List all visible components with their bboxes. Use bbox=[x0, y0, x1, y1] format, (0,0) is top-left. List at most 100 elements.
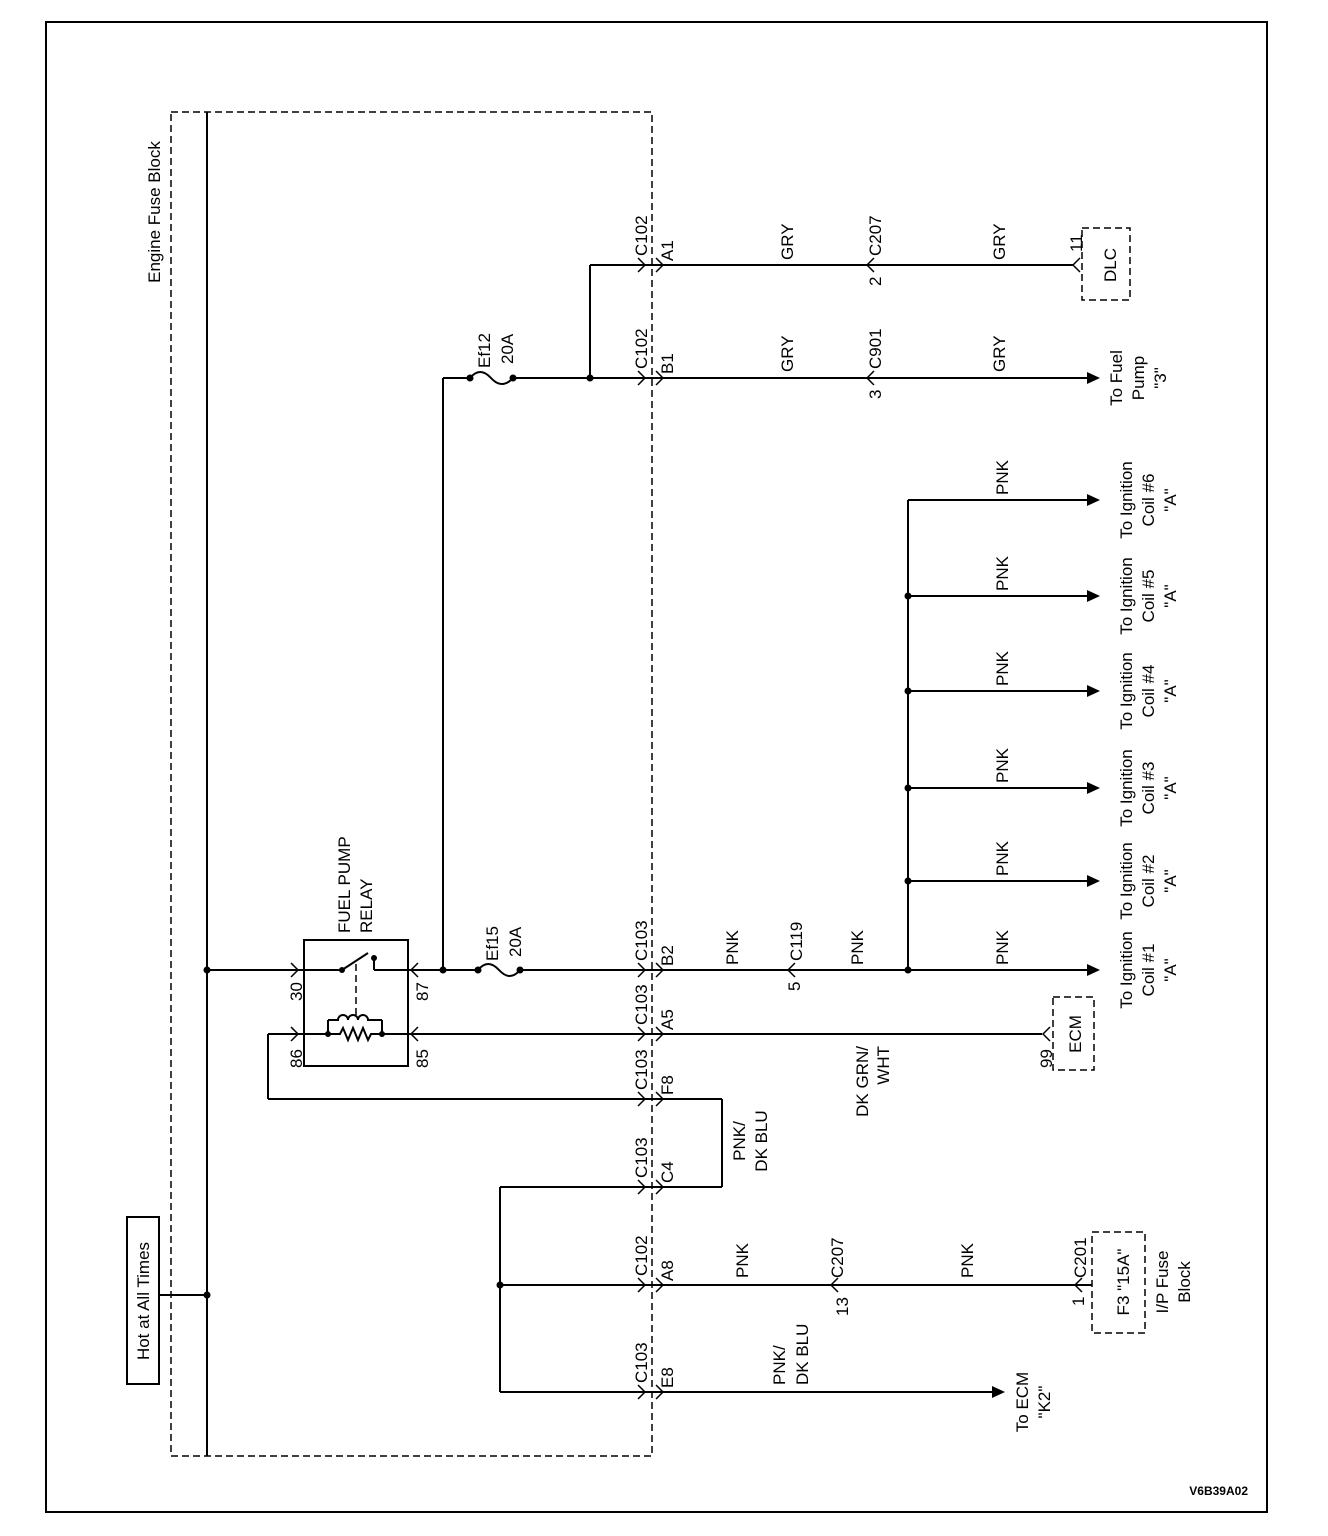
splice-dot bbox=[904, 592, 912, 600]
ecm-label: ECM bbox=[1066, 1015, 1085, 1053]
coil-dest-line1: To Ignition bbox=[1117, 749, 1136, 827]
inline-connector-label: C207 bbox=[866, 215, 885, 256]
inline-connector-icon bbox=[865, 370, 875, 386]
relay-coil-icon bbox=[328, 1014, 382, 1021]
arrow-right-icon bbox=[1087, 685, 1100, 697]
ip-fuse-box bbox=[1091, 1231, 1146, 1334]
ecm-wire-color-line1: DK GRN/ bbox=[853, 1046, 872, 1117]
coil-dest-line3: "A" bbox=[1161, 869, 1180, 892]
ecm-k2-wire-color-line2: DK BLU bbox=[793, 1324, 812, 1385]
dlc-terminal-icon bbox=[1071, 257, 1081, 273]
inline-connector-pin: 2 bbox=[866, 277, 885, 286]
block-connector-label: C102 bbox=[632, 1235, 651, 1276]
ef12-rating: 20A bbox=[498, 333, 517, 364]
relay-name-line1: FUEL PUMP bbox=[335, 836, 354, 933]
coil-dest-line2: Coil #4 bbox=[1139, 665, 1158, 718]
arrow-right-icon bbox=[1087, 372, 1100, 384]
figure-border bbox=[45, 21, 1268, 1513]
inline-connector-icon bbox=[865, 257, 875, 273]
ip-block-line1: I/P Fuse bbox=[1153, 1251, 1172, 1314]
dlc-pin-label: 11 bbox=[1067, 234, 1086, 252]
inline-connector-label: C119 bbox=[787, 922, 806, 961]
coil-dest-line2: Coil #3 bbox=[1139, 762, 1158, 815]
splice-dot bbox=[904, 687, 912, 695]
splice-dot bbox=[203, 1291, 211, 1299]
dlc-wire-color-1: GRY bbox=[778, 223, 797, 260]
block-pin-label: F8 bbox=[658, 1075, 677, 1095]
coil-dest-line2: Coil #2 bbox=[1139, 855, 1158, 908]
block-connector-label: C102 bbox=[632, 215, 651, 256]
power-source-box bbox=[126, 1216, 160, 1385]
loop-wire-color-line1: PNK/ bbox=[730, 1121, 749, 1161]
arrow-right-icon bbox=[1087, 964, 1100, 976]
block-connector-label: C103 bbox=[632, 984, 651, 1025]
block-pin-label: A1 bbox=[658, 240, 677, 261]
ignition-wire-color-2: PNK bbox=[848, 929, 867, 965]
block-connector-label: C103 bbox=[632, 920, 651, 961]
fuel-pump-relay-box bbox=[303, 939, 409, 1067]
block-pin-label: C4 bbox=[658, 1161, 677, 1183]
relay-name-line2: RELAY bbox=[357, 879, 376, 934]
ecm-terminal-icon bbox=[1041, 1026, 1051, 1042]
ecm-wire-color-line2: WHT bbox=[874, 1046, 893, 1085]
ef15-fuse-icon bbox=[477, 963, 521, 977]
coil-dest-line1: To Ignition bbox=[1117, 842, 1136, 920]
coil-wire-color: PNK bbox=[993, 650, 1012, 686]
fuel-pump-wire-color-1: GRY bbox=[778, 335, 797, 372]
ecm-box bbox=[1052, 996, 1095, 1071]
inline-connector-pin: 13 bbox=[833, 1297, 852, 1316]
relay-pin-85-label: 85 bbox=[413, 1049, 432, 1068]
engine-fuse-block-label: Engine Fuse Block bbox=[145, 141, 164, 283]
power-source-label: Hot at All Times bbox=[134, 1242, 153, 1360]
block-pin-label: B1 bbox=[658, 353, 677, 374]
block-connector-label: C103 bbox=[632, 1137, 651, 1178]
block-connector-label: C102 bbox=[632, 328, 651, 369]
loop-wire-color-line2: DK BLU bbox=[752, 1110, 771, 1171]
ip-fuse-label: F3 "15A" bbox=[1114, 1249, 1133, 1316]
fuel-pump-wire-color-2: GRY bbox=[990, 335, 1009, 372]
relay-switch-arm bbox=[341, 952, 369, 971]
coil-dest-line3: "A" bbox=[1161, 584, 1180, 607]
coil-dest-line2: Coil #6 bbox=[1139, 474, 1158, 527]
splice-dot bbox=[904, 966, 912, 974]
block-pin-label: A5 bbox=[658, 1009, 677, 1030]
relay-pin-30-label: 30 bbox=[287, 982, 306, 1001]
dlc-wire-color-2: GRY bbox=[990, 223, 1009, 260]
inline-connector-pin: 5 bbox=[785, 982, 804, 991]
dlc-box bbox=[1081, 227, 1131, 301]
splice-dot bbox=[904, 877, 912, 885]
coil-dest-line2: Coil #1 bbox=[1139, 944, 1158, 997]
coil-dest-line1: To Ignition bbox=[1117, 461, 1136, 539]
coil-wire-color: PNK bbox=[993, 840, 1012, 876]
ecm-k2-dest-line1: To ECM bbox=[1013, 1372, 1032, 1432]
coil-dest-line2: Coil #5 bbox=[1139, 570, 1158, 623]
arrow-right-icon bbox=[1087, 875, 1100, 887]
ip-connector-label: C201 bbox=[1071, 1237, 1090, 1278]
inline-connector-pin: 3 bbox=[866, 390, 885, 399]
arrow-right-icon bbox=[1087, 590, 1100, 602]
ef15-rating: 20A bbox=[506, 926, 525, 957]
block-pin-label: B2 bbox=[658, 945, 677, 966]
fuel-pump-dest-line2: Pump bbox=[1129, 356, 1148, 400]
arrow-right-icon bbox=[992, 1386, 1005, 1398]
ip-connector-pin: 1 bbox=[1069, 1297, 1088, 1306]
coil-dest-line3: "A" bbox=[1161, 776, 1180, 799]
coil-dest-line3: "A" bbox=[1161, 679, 1180, 702]
inline-connector-label: C207 bbox=[828, 1237, 847, 1278]
engine-fuse-block-outline bbox=[170, 111, 653, 1457]
coil-dest-line3: "A" bbox=[1161, 488, 1180, 511]
coil-dest-line1: To Ignition bbox=[1117, 931, 1136, 1009]
coil-wire-color: PNK bbox=[993, 555, 1012, 591]
block-connector-label: C103 bbox=[632, 1342, 651, 1383]
coil-dest-line1: To Ignition bbox=[1117, 652, 1136, 730]
ecm-k2-dest-line2: "K2" bbox=[1035, 1386, 1054, 1419]
coil-wire-color: PNK bbox=[993, 929, 1012, 965]
ip-wire-color-2: PNK bbox=[958, 1242, 977, 1278]
ip-terminal-icon bbox=[1073, 1277, 1083, 1293]
relay-pin-86-label: 86 bbox=[287, 1049, 306, 1068]
coil-dest-line3: "A" bbox=[1161, 958, 1180, 981]
block-connector-label: C103 bbox=[632, 1049, 651, 1090]
relay-pin-87-label: 87 bbox=[413, 982, 432, 1001]
ef12-fuse-icon bbox=[469, 371, 514, 385]
